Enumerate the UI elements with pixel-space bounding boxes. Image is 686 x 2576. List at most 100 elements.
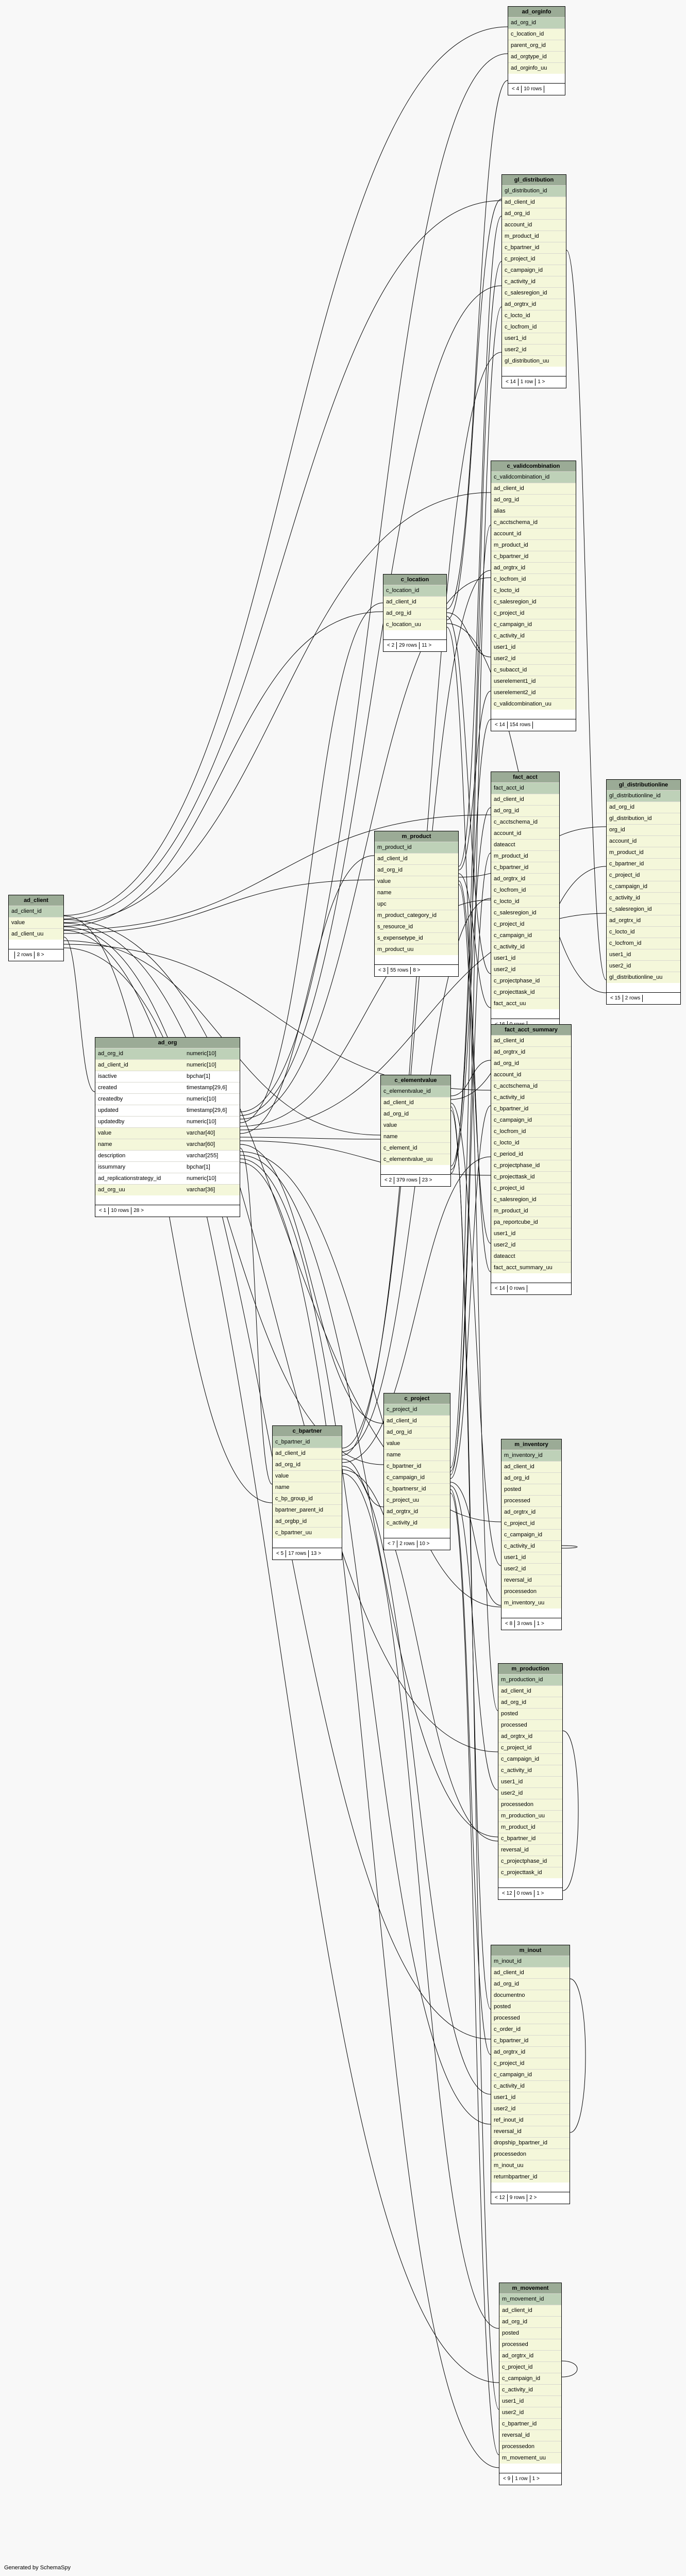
table-name[interactable]: m_product [375, 831, 458, 842]
column-row[interactable]: c_project_id [491, 608, 576, 619]
column-row[interactable]: gl_distribution_uu [502, 355, 566, 367]
column-row[interactable]: reversal_id [491, 2126, 570, 2137]
column-row[interactable]: c_locto_id [502, 310, 566, 321]
column-row[interactable]: ad_orgtrx_id [498, 1731, 562, 1742]
column-row[interactable]: ad_client_id [491, 1035, 571, 1046]
column-row[interactable]: c_activity_id [491, 2080, 570, 2092]
column-row[interactable]: ad_orgtrx_id [502, 299, 566, 310]
column-row[interactable]: ad_client_id [499, 2305, 561, 2316]
column-row[interactable]: c_activity_id [501, 1540, 561, 1552]
column-row[interactable]: ad_orgtrx_id [499, 2350, 561, 2361]
column-row[interactable]: c_locfrom_id [607, 938, 680, 949]
column-row[interactable]: user1_id [491, 2092, 570, 2103]
column-row[interactable]: fact_acct_summary_uu [491, 1262, 571, 1273]
primary-key-column[interactable]: fact_acct_id [491, 782, 559, 794]
column-row[interactable]: userelement2_id [491, 687, 576, 698]
table-name[interactable]: ad_org [95, 1038, 240, 1048]
primary-key-column[interactable]: c_bpartner_id [273, 1436, 342, 1448]
column-row[interactable]: c_activity_id [491, 1092, 571, 1103]
primary-key-column[interactable]: m_production_id [498, 1674, 562, 1685]
column-row[interactable]: m_product_uu [375, 944, 458, 955]
column-row[interactable]: dropship_bpartner_id [491, 2137, 570, 2148]
column-row[interactable]: gl_distributionline_uu [607, 972, 680, 983]
column-row[interactable]: ad_client_id [491, 794, 559, 805]
column-row[interactable]: ref_inout_id [491, 2114, 570, 2126]
column-row[interactable]: user1_id [607, 949, 680, 960]
column-row[interactable]: processed [491, 2012, 570, 2024]
column-row[interactable]: m_product_id [498, 1822, 562, 1833]
table-name[interactable]: c_bpartner [273, 1426, 342, 1436]
column-row[interactable]: alias [491, 505, 576, 517]
column-row[interactable]: user2_id [491, 964, 559, 975]
column-row[interactable]: c_elementvalue_uu [381, 1154, 450, 1165]
primary-key-column[interactable]: ad_org_id [508, 17, 565, 28]
column-row[interactable]: m_movement_uu [499, 2452, 561, 2464]
column-row[interactable]: c_locfrom_id [491, 1126, 571, 1137]
column-row[interactable]: s_resource_id [375, 921, 458, 932]
column-row[interactable]: parent_org_id [508, 40, 565, 51]
table-name[interactable]: c_elementvalue [381, 1075, 450, 1086]
column-row[interactable]: c_acctschema_id [491, 816, 559, 828]
column-row[interactable]: c_project_id [498, 1742, 562, 1753]
column-row[interactable]: ad_client_id [498, 1685, 562, 1697]
column-row[interactable]: c_project_id [491, 1183, 571, 1194]
column-row[interactable]: c_location_id [508, 28, 565, 40]
column-row[interactable]: c_campaign_id [607, 881, 680, 892]
column-row[interactable]: c_order_id [491, 2024, 570, 2035]
table-name[interactable]: c_validcombination [491, 461, 576, 471]
column-row[interactable]: m_product_id [491, 539, 576, 551]
column-row[interactable]: user2_id [607, 960, 680, 972]
column-row[interactable]: c_project_id [499, 2361, 561, 2373]
column-row[interactable]: ad_org_id [499, 2316, 561, 2327]
column-row[interactable]: name [375, 887, 458, 898]
primary-key-column[interactable]: m_inventory_id [501, 1450, 561, 1461]
column-row[interactable]: ad_client_id [502, 196, 566, 208]
column-row[interactable]: m_inout_uu [491, 2160, 570, 2171]
column-row[interactable]: c_activity_id [607, 892, 680, 904]
column-row[interactable]: value [381, 1120, 450, 1131]
column-row[interactable]: ad_org_id [491, 494, 576, 505]
column-row[interactable]: c_locfrom_id [502, 321, 566, 333]
column-row[interactable]: posted [499, 2327, 561, 2339]
table-name[interactable]: gl_distributionline [607, 780, 680, 790]
table-name[interactable]: ad_client [9, 895, 63, 906]
primary-key-column[interactable]: gl_distributionline_id [607, 790, 680, 801]
column-row[interactable]: c_locfrom_id [491, 884, 559, 896]
column-row[interactable]: m_product_id [491, 850, 559, 862]
column-row[interactable]: ad_client_id [501, 1461, 561, 1472]
column-row[interactable]: c_campaign_id [501, 1529, 561, 1540]
column-row[interactable]: ad_org_id [501, 1472, 561, 1484]
column-row[interactable]: c_projectphase_id [491, 1160, 571, 1171]
column-row[interactable]: posted [501, 1484, 561, 1495]
column-row[interactable]: c_project_id [491, 2058, 570, 2069]
column-row[interactable]: c_period_id [491, 1148, 571, 1160]
column-row[interactable]: c_bp_group_id [273, 1493, 342, 1504]
column-row[interactable]: c_activity_id [491, 941, 559, 953]
column-row[interactable]: user2_id [491, 653, 576, 664]
column-row[interactable]: c_salesregion_id [502, 287, 566, 299]
primary-key-column[interactable]: c_location_id [383, 585, 446, 596]
column-row[interactable]: c_campaign_id [491, 2069, 570, 2080]
column-row[interactable]: account_id [502, 219, 566, 231]
column-row[interactable]: c_bpartner_id [499, 2418, 561, 2430]
column-row[interactable]: account_id [491, 528, 576, 539]
column-row[interactable]: processedon [499, 2441, 561, 2452]
column-row[interactable]: posted [498, 1708, 562, 1719]
column-row[interactable]: ad_client_id [384, 1415, 450, 1426]
column-row[interactable]: ad_org_id [607, 801, 680, 813]
column-row[interactable]: ad_org_id [381, 1108, 450, 1120]
column-row[interactable]: ad_client_id [383, 596, 446, 608]
column-row[interactable]: ad_client_id [491, 483, 576, 494]
column-row[interactable]: reversal_id [499, 2430, 561, 2441]
column-row[interactable]: ad_orgtrx_id [501, 1506, 561, 1518]
column-row[interactable]: c_bpartner_id [491, 551, 576, 562]
